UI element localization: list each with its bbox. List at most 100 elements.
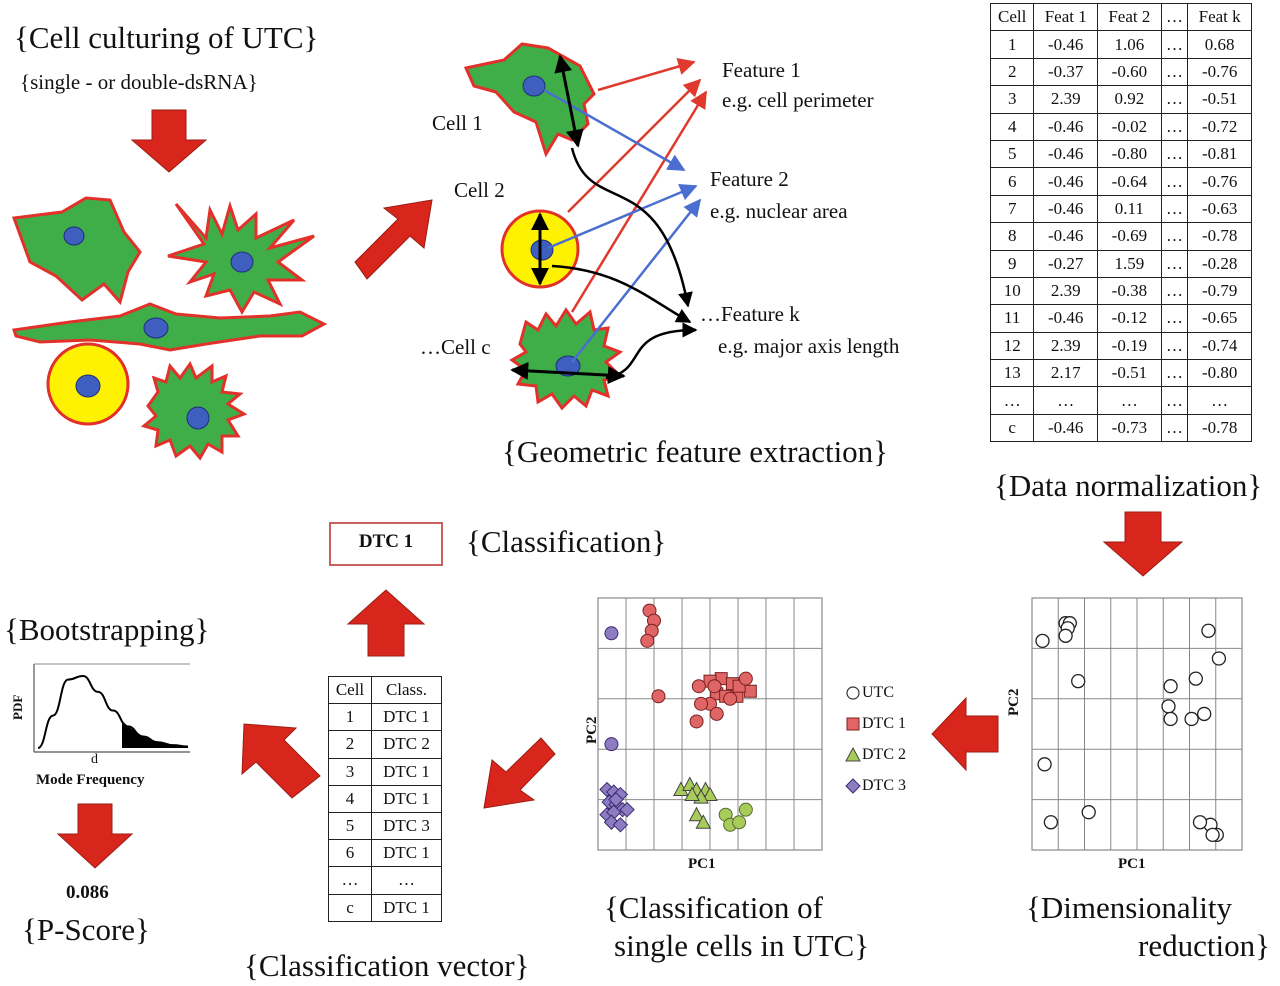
cv-table-cell: DTC 3 xyxy=(371,811,442,841)
norm-table-cell: -0.46 xyxy=(1033,30,1099,59)
norm-table-cell: … xyxy=(1160,222,1189,251)
data-point-dtc1 xyxy=(640,633,655,648)
cv-table-cell: 3 xyxy=(328,757,372,786)
data-point-utc xyxy=(1211,651,1227,666)
data-point-dtc1 xyxy=(694,696,709,711)
arrow-left-dimensionality xyxy=(931,696,999,772)
class-ylabel: PC2 xyxy=(584,716,600,745)
norm-table-cell: 10 xyxy=(989,276,1035,306)
legend-item-dtc2: DTC 2 xyxy=(844,739,906,770)
class-xlabel: PC1 xyxy=(688,856,716,872)
data-point-utc xyxy=(1058,628,1073,643)
arrow-up-classification xyxy=(346,589,426,657)
feature-extraction-title: {Geometric feature extraction} xyxy=(502,434,889,469)
norm-table-cell: -0.80 xyxy=(1187,359,1252,388)
cell-2-label: Cell 2 xyxy=(454,178,505,202)
bootstrapping-title: {Bootstrapping} xyxy=(4,612,210,647)
norm-table-cell: -0.19 xyxy=(1097,331,1162,361)
norm-table-cell: … xyxy=(1160,57,1189,87)
legend-item-dtc3: DTC 3 xyxy=(844,770,906,801)
nucleus xyxy=(522,75,546,97)
norm-table-cell: -0.12 xyxy=(1097,304,1162,333)
dtc2-marker-icon xyxy=(845,746,861,761)
data-point-dtc1 xyxy=(707,679,722,694)
arrow-down-pscore xyxy=(56,803,134,869)
norm-table-cell: 7 xyxy=(989,194,1035,224)
length-arrow xyxy=(510,361,626,385)
data-point-dtc2 xyxy=(684,786,700,802)
data-point-utc xyxy=(1161,699,1176,714)
data-point-dtc2 xyxy=(702,786,718,802)
data-point-utc xyxy=(1081,805,1096,820)
norm-table-row: 5-0.46-0.80…-0.81 xyxy=(989,139,1252,169)
legend-label: DTC 2 xyxy=(862,745,906,763)
nucleus xyxy=(186,406,210,430)
norm-table-cell: -0.46 xyxy=(1033,167,1099,196)
feature1-arrow xyxy=(597,58,696,92)
norm-table-cell: … xyxy=(1160,139,1189,169)
norm-table-cell: -0.46 xyxy=(1033,112,1099,141)
cv-table-cell: 1 xyxy=(328,703,372,732)
cv-table-cell: DTC 1 xyxy=(371,703,442,732)
norm-table-cell: 2 xyxy=(989,57,1035,87)
dimred-title-line1: {Dimensionality xyxy=(1026,890,1233,925)
norm-table-cell: 4 xyxy=(989,112,1035,141)
feature-1-name: Feature 1 xyxy=(722,58,801,82)
featurek-arrow xyxy=(551,264,692,324)
data-point-utc xyxy=(1192,815,1208,830)
norm-table-cell: … xyxy=(1160,30,1189,59)
norm-table-cell: -0.27 xyxy=(1033,249,1099,278)
dtc1-marker-icon xyxy=(846,717,860,730)
data-point-utc xyxy=(1197,706,1212,722)
feature-2-name: Feature 2 xyxy=(710,167,789,191)
classification-result-box: DTC 1 xyxy=(329,522,443,566)
data-point-utc xyxy=(1035,633,1050,648)
culture-cells xyxy=(11,196,328,461)
utc-marker-icon xyxy=(846,685,860,700)
norm-table-row: 8-0.46-0.69…-0.78 xyxy=(989,222,1252,251)
norm-table-cell: 13 xyxy=(989,359,1035,388)
norm-table-cell: -0.28 xyxy=(1187,249,1252,278)
norm-table-cell: … xyxy=(1160,167,1189,196)
norm-table-cell: 0.68 xyxy=(1187,30,1252,59)
feature-k-name: …Feature k xyxy=(700,302,800,326)
cv-table-header-cell: Class. xyxy=(371,675,442,705)
data-point-dtc1 xyxy=(691,679,706,694)
norm-table-cell: 3 xyxy=(989,85,1035,114)
cv-table-cell: DTC 1 xyxy=(371,784,442,813)
norm-table-cell: c xyxy=(989,413,1035,443)
plot-points xyxy=(1035,616,1227,843)
data-point-dtc3 xyxy=(604,626,619,641)
norm-table-cell: … xyxy=(989,386,1035,415)
norm-table-cell: … xyxy=(1160,304,1189,333)
norm-table-cell: -0.46 xyxy=(1033,304,1099,333)
data-point-utc xyxy=(1043,815,1059,830)
norm-table-cell: -0.51 xyxy=(1187,85,1252,114)
data-point-utc xyxy=(1163,711,1178,727)
norm-table-cell: -0.46 xyxy=(1033,139,1099,169)
norm-table-cell: -0.74 xyxy=(1187,331,1252,361)
norm-table-row: c-0.46-0.73…-0.78 xyxy=(989,413,1252,443)
norm-table-cell: -0.76 xyxy=(1187,57,1252,87)
norm-table-header-cell: Feat 1 xyxy=(1033,2,1099,32)
legend-label: DTC 3 xyxy=(862,776,906,794)
dimred-title-line2: reduction} xyxy=(1138,928,1270,963)
legend-label: DTC 1 xyxy=(862,714,906,732)
norm-table-row: …………… xyxy=(989,386,1252,415)
arrow-up-left-bootstrapping xyxy=(241,723,321,799)
norm-table-header-cell: Feat k xyxy=(1187,2,1252,32)
nucleus xyxy=(143,317,169,339)
norm-table-cell: -0.81 xyxy=(1187,139,1252,169)
dimred-plot xyxy=(1031,597,1243,851)
norm-table-cell: -0.79 xyxy=(1187,276,1252,306)
norm-table-cell: -0.46 xyxy=(1033,194,1099,224)
data-point-dtc1 xyxy=(743,684,757,698)
data-point-dtc1 xyxy=(738,671,753,686)
